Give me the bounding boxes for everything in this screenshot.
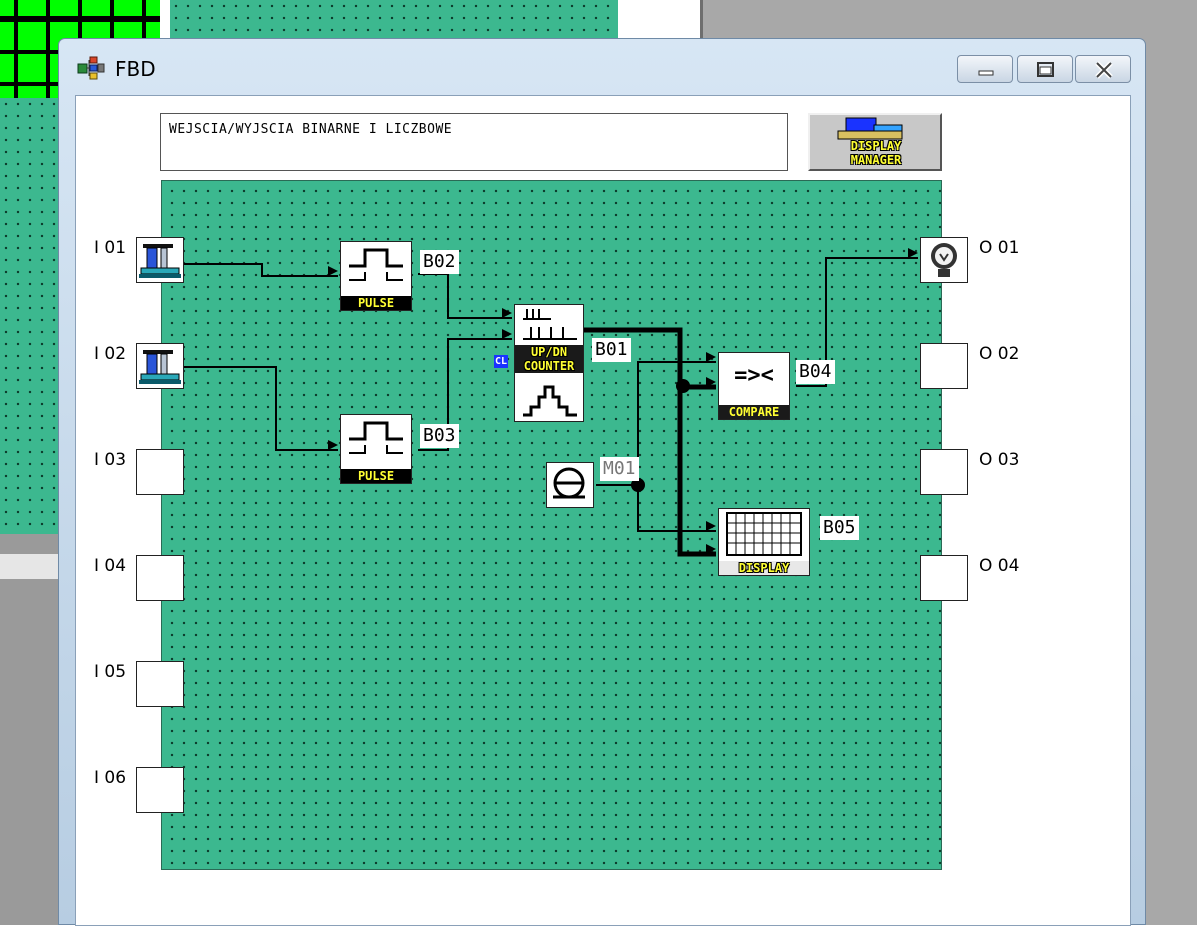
- display-grid-icon: [726, 512, 802, 556]
- block-tag-b04: B04: [796, 360, 835, 384]
- block-tag-m01: M01: [600, 457, 639, 481]
- wire-b04-o01: [796, 257, 918, 387]
- output-label-o02: O 02: [979, 344, 1020, 364]
- output-label-o03: O 03: [979, 450, 1020, 470]
- display-manager-label-line1: DISPLAY: [850, 139, 902, 153]
- fbd-canvas[interactable]: [161, 180, 942, 870]
- counter-ramp-icon: [523, 385, 577, 417]
- fbd-window: FBD WEJSCIA/WYJSCIA BINARNE I LICZBOWE D…: [58, 38, 1146, 926]
- block-tag-b03: B03: [420, 424, 459, 448]
- output-block-o02[interactable]: [920, 343, 968, 389]
- counter-caption-line2: COUNTER: [523, 359, 575, 373]
- wire-b01-b05: [584, 327, 716, 557]
- marker-block-m01[interactable]: [546, 462, 594, 508]
- background-fbd-canvas-top: [170, 0, 618, 38]
- output-label-o01: O 01: [979, 238, 1020, 258]
- pulse-caption-b03: PULSE: [341, 469, 411, 483]
- wire-m01-b04: [596, 361, 716, 486]
- pulse-icon: [349, 421, 403, 454]
- switch-icon: [139, 244, 181, 278]
- input-label-i03: I 03: [94, 450, 127, 470]
- display-manager-label: DISPLAY MANAGER: [824, 139, 928, 167]
- output-label-o04: O 04: [979, 556, 1020, 576]
- wire-b03-b01: [418, 338, 512, 451]
- input-label-i01: I 01: [94, 238, 127, 258]
- input-label-i04: I 04: [94, 556, 127, 576]
- pulse-icon: [349, 248, 403, 281]
- display-block-b05[interactable]: DISPLAY: [718, 508, 810, 576]
- input-block-i01[interactable]: [136, 237, 184, 283]
- display-caption: DISPLAY: [719, 561, 809, 575]
- cycle-icon: [553, 467, 585, 499]
- input-block-i05[interactable]: [136, 661, 184, 707]
- input-label-i06: I 06: [94, 768, 127, 788]
- switch-icon: [139, 350, 181, 384]
- input-label-i02: I 02: [94, 344, 127, 364]
- wire-b02-b01: [418, 273, 512, 319]
- background-gray-strip: [0, 534, 58, 925]
- pulse-block-b03[interactable]: PULSE: [340, 414, 412, 484]
- counter-cl-badge: CL: [494, 355, 509, 368]
- pulse-caption-b02: PULSE: [341, 296, 411, 310]
- wire-i02-b03: [184, 366, 338, 451]
- block-tag-b02: B02: [420, 250, 459, 274]
- input-block-i02[interactable]: [136, 343, 184, 389]
- background-fbd-canvas-left: [0, 98, 58, 534]
- display-manager-button[interactable]: DISPLAY MANAGER: [808, 113, 942, 171]
- input-block-i06[interactable]: [136, 767, 184, 813]
- close-icon: [1095, 61, 1113, 79]
- maximize-icon: [1037, 62, 1054, 77]
- display-manager-icon: [837, 117, 903, 140]
- junction-b01: [676, 379, 690, 393]
- compare-caption: COMPARE: [719, 405, 789, 419]
- display-manager-label-line2: MANAGER: [850, 153, 902, 167]
- input-block-i04[interactable]: [136, 555, 184, 601]
- window-client-area: WEJSCIA/WYJSCIA BINARNE I LICZBOWE DISPL…: [75, 95, 1131, 926]
- junction-m01: [631, 478, 645, 492]
- output-block-o01[interactable]: [920, 237, 968, 283]
- counter-caption-line1: UP/DN: [530, 345, 568, 359]
- compare-block-b04[interactable]: =>< COMPARE: [718, 352, 790, 420]
- input-block-i03[interactable]: [136, 449, 184, 495]
- maximize-button[interactable]: [1017, 55, 1073, 83]
- wire-m01-b05: [637, 485, 716, 532]
- minimize-button[interactable]: [957, 55, 1013, 83]
- counter-caption: UP/DN COUNTER: [515, 345, 583, 373]
- block-tag-b01: B01: [592, 338, 631, 362]
- block-tag-b05: B05: [820, 516, 859, 540]
- pulse-block-b02[interactable]: PULSE: [340, 241, 412, 311]
- close-button[interactable]: [1075, 55, 1131, 83]
- window-title: FBD: [115, 57, 156, 81]
- wire-i01-b02: [184, 263, 338, 277]
- title-bar[interactable]: FBD: [59, 39, 1145, 95]
- input-label-i05: I 05: [94, 662, 127, 682]
- minimize-icon: [978, 70, 994, 76]
- lamp-icon: [931, 243, 957, 277]
- output-block-o03[interactable]: [920, 449, 968, 495]
- description-textbox[interactable]: WEJSCIA/WYJSCIA BINARNE I LICZBOWE: [160, 113, 788, 171]
- counter-top-icon: [523, 309, 577, 340]
- fbd-app-icon: [77, 56, 105, 80]
- compare-symbol: =><: [734, 363, 774, 388]
- wiring: [184, 248, 918, 557]
- counter-block-b01[interactable]: UP/DN COUNTER: [514, 304, 584, 422]
- output-block-o04[interactable]: [920, 555, 968, 601]
